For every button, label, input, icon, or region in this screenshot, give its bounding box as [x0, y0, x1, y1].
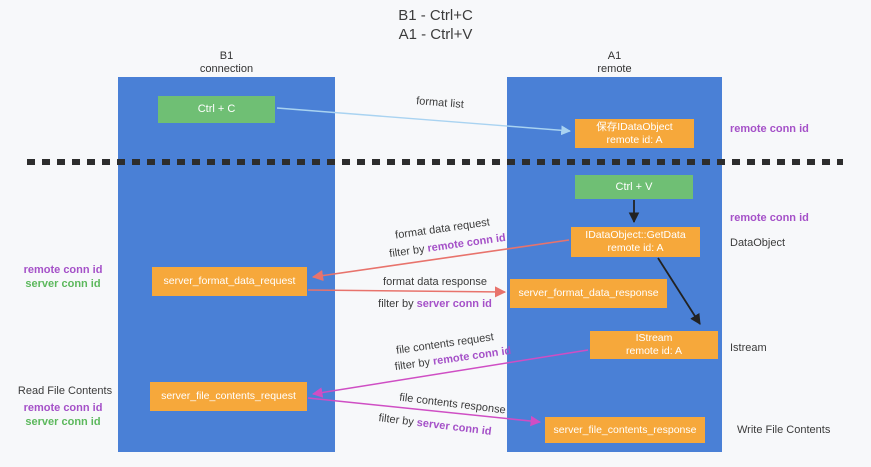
format-list-label: format list	[415, 95, 465, 111]
getdata-line1: IDataObject::GetData	[585, 229, 686, 241]
server-conn-id-label-format: server conn id	[25, 278, 101, 290]
filter-by-text: filter by	[378, 298, 417, 310]
title-line-2: A1 - Ctrl+V	[398, 26, 473, 43]
remote-conn-id-label-top: remote conn id	[730, 123, 809, 135]
format-data-response-arrow	[307, 286, 507, 298]
server-conn-id-label-file: server conn id	[25, 416, 101, 428]
left-column-header: B1 connection	[118, 50, 335, 76]
right-column-role: remote	[597, 63, 632, 75]
server-conn-id-key: server conn id	[416, 416, 493, 438]
left-column-role: connection	[199, 63, 254, 75]
istream-line1: IStream	[635, 332, 673, 344]
save-idataobject-line1: 保存IDataObject	[596, 120, 673, 133]
format-conn-id-pair: remote conn id server conn id	[13, 263, 113, 291]
server-file-contents-response-label: server_file_contents_response	[553, 423, 697, 436]
remote-conn-id-label-mid: remote conn id	[730, 212, 809, 224]
right-column-name: A1	[607, 50, 622, 62]
server-format-data-response-box: server_format_data_response	[510, 279, 667, 308]
server-file-contents-request-label: server_file_contents_request	[161, 390, 296, 402]
format-data-response-filter-label: filter by server conn id	[360, 298, 510, 310]
ctrl-v-label: Ctrl + V	[615, 180, 653, 193]
server-format-data-request-box: server_format_data_request	[152, 267, 307, 296]
getdata-box: IDataObject::GetData remote id: A	[571, 227, 700, 257]
getdata-line2: remote id: A	[607, 242, 664, 254]
filter-by-text: filter by	[377, 412, 418, 429]
dataobject-label: DataObject	[730, 237, 786, 249]
right-column-header: A1 remote	[507, 50, 722, 76]
read-file-contents-label: Read File Contents	[17, 385, 113, 397]
save-idataobject-line2: remote id: A	[606, 133, 663, 146]
format-data-response-label: format data response	[383, 276, 487, 288]
filter-by-text: filter by	[394, 355, 434, 374]
ctrl-v-box: Ctrl + V	[575, 175, 693, 199]
remote-conn-id-label-format: remote conn id	[23, 264, 103, 276]
remote-conn-id-label-file: remote conn id	[23, 402, 103, 414]
istream-side-label: Istream	[730, 342, 767, 354]
server-conn-id-key: server conn id	[416, 298, 492, 310]
save-idataobject-box: 保存IDataObject remote id: A	[575, 119, 694, 148]
istream-box: IStream remote id: A	[590, 331, 718, 359]
ctrl-c-label: Ctrl + C	[197, 103, 236, 115]
diagram-title: B1 - Ctrl+C A1 - Ctrl+V	[0, 6, 871, 44]
machine-boundary-dashed-line	[27, 159, 843, 165]
istream-line2: remote id: A	[625, 345, 683, 357]
write-file-contents-label: Write File Contents	[737, 424, 831, 436]
server-file-contents-request-box: server_file_contents_request	[150, 382, 307, 411]
server-format-data-request-label: server_format_data_request	[163, 275, 296, 287]
file-conn-id-pair: remote conn id server conn id	[13, 401, 113, 429]
ctrl-c-box: Ctrl + C	[158, 96, 275, 123]
left-column-name: B1	[219, 50, 234, 62]
title-line-1: B1 - Ctrl+C	[398, 7, 473, 24]
filter-by-text: filter by	[388, 242, 429, 261]
server-file-contents-response-box: server_file_contents_response	[545, 417, 705, 443]
server-format-data-response-label: server_format_data_response	[518, 287, 659, 299]
